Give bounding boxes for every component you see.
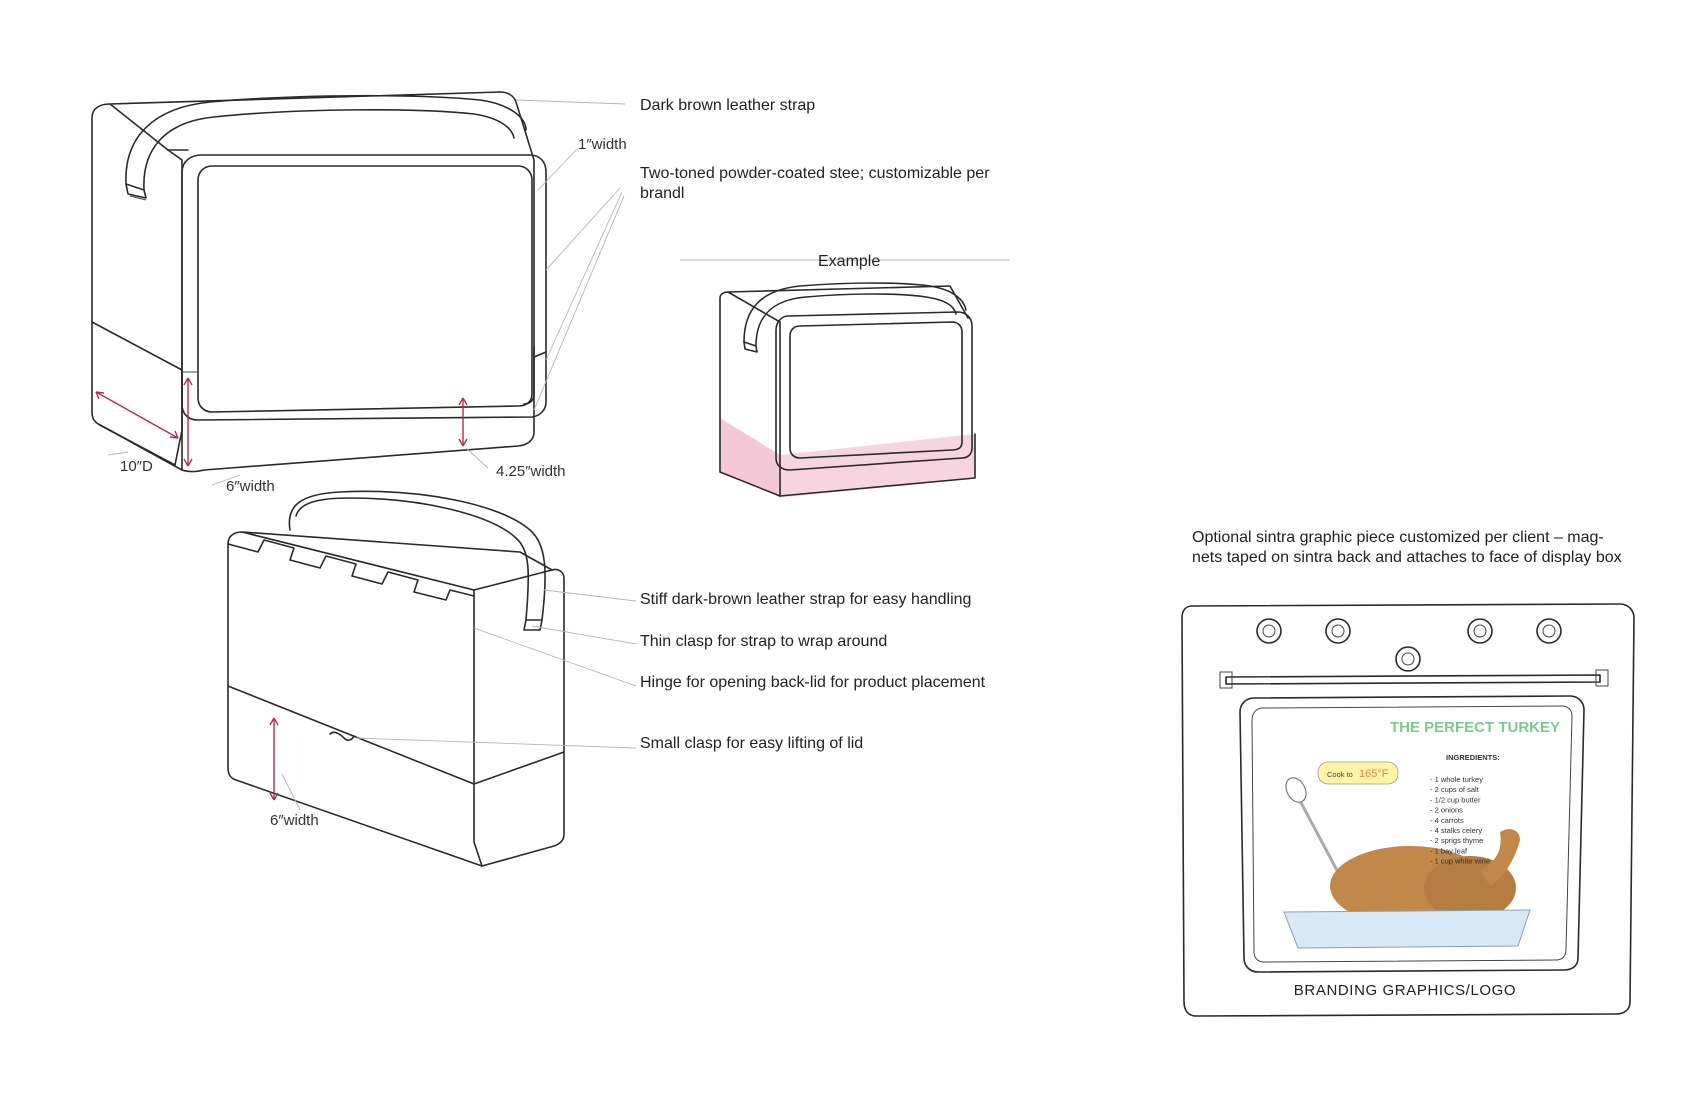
callout-hinge: Hinge for opening back-lid for product p… [640, 674, 986, 691]
ingredients-list: - 1 whole turkey- 2 cups of salt- 1/2 cu… [1430, 775, 1490, 866]
callout-small-clasp: Small clasp for easy lifting of lid [640, 735, 864, 752]
cook-prefix: Cook to [1327, 770, 1353, 779]
dim-back-height: 6″width [270, 812, 319, 829]
example-box-drawing [680, 259, 1010, 498]
ingredient-item: - 1/2 cup butter [1430, 795, 1481, 804]
ingredient-item: - 1 cup white wine [1430, 857, 1490, 866]
leader-strap [515, 99, 626, 105]
callout-thin-clasp: Thin clasp for strap to wrap around [640, 633, 888, 650]
back-box-drawing [227, 490, 565, 867]
dim-front-height: 6″width [226, 478, 275, 495]
ingredient-item: - 4 stalks celery [1430, 826, 1482, 835]
branding-text: BRANDING GRAPHICS/LOGO [1294, 982, 1516, 999]
leader-thin-clasp [531, 625, 637, 645]
ingredient-item: - 2 sprigs thyme [1430, 836, 1483, 845]
leader-steel-3 [533, 195, 625, 411]
callout-steel-line1: Two-toned powder-coated stee; customizab… [640, 165, 990, 182]
leader-small-clasp [355, 737, 637, 749]
callout-sintra-line2: nets taped on sintra back and attaches t… [1192, 549, 1622, 566]
callout-strap: Dark brown leather strap [640, 97, 816, 114]
oven-graphic-card [1181, 603, 1635, 1017]
leader-steel-2 [545, 191, 623, 361]
callout-stiff-strap: Stiff dark-brown leather strap for easy … [640, 591, 972, 608]
cook-temp: 165°F [1359, 768, 1389, 780]
example-heading: Example [818, 253, 881, 270]
ingredient-item: - 1 whole turkey [1430, 775, 1483, 784]
leader-hinge [473, 627, 637, 687]
ingredient-item: - 2 cups of salt [1430, 785, 1480, 794]
ingredients-heading: INGREDIENTS: [1446, 753, 1500, 762]
front-box-drawing [91, 91, 547, 486]
turkey-title: THE PERFECT TURKEY [1390, 719, 1560, 736]
leader-steel-1 [545, 187, 621, 271]
ingredient-item: - 4 carrots [1430, 816, 1464, 825]
oven-knobs [1256, 618, 1562, 672]
dim-strap-width: 1″width [578, 136, 627, 153]
callout-steel-line2: brandl [640, 185, 685, 202]
callout-sintra-line1: Optional sintra graphic piece customized… [1192, 529, 1604, 546]
leader-stiff-strap [543, 589, 637, 602]
ingredient-item: - 1 bay leaf [1430, 846, 1468, 855]
dim-window-height: 4.25″width [496, 463, 566, 480]
thermometer-bubble: Cook to 165°F [1327, 768, 1389, 780]
dim-depth: 10″D [120, 458, 153, 475]
ingredient-item: - 2 onions [1430, 806, 1463, 815]
leader-strap-width [537, 147, 579, 191]
